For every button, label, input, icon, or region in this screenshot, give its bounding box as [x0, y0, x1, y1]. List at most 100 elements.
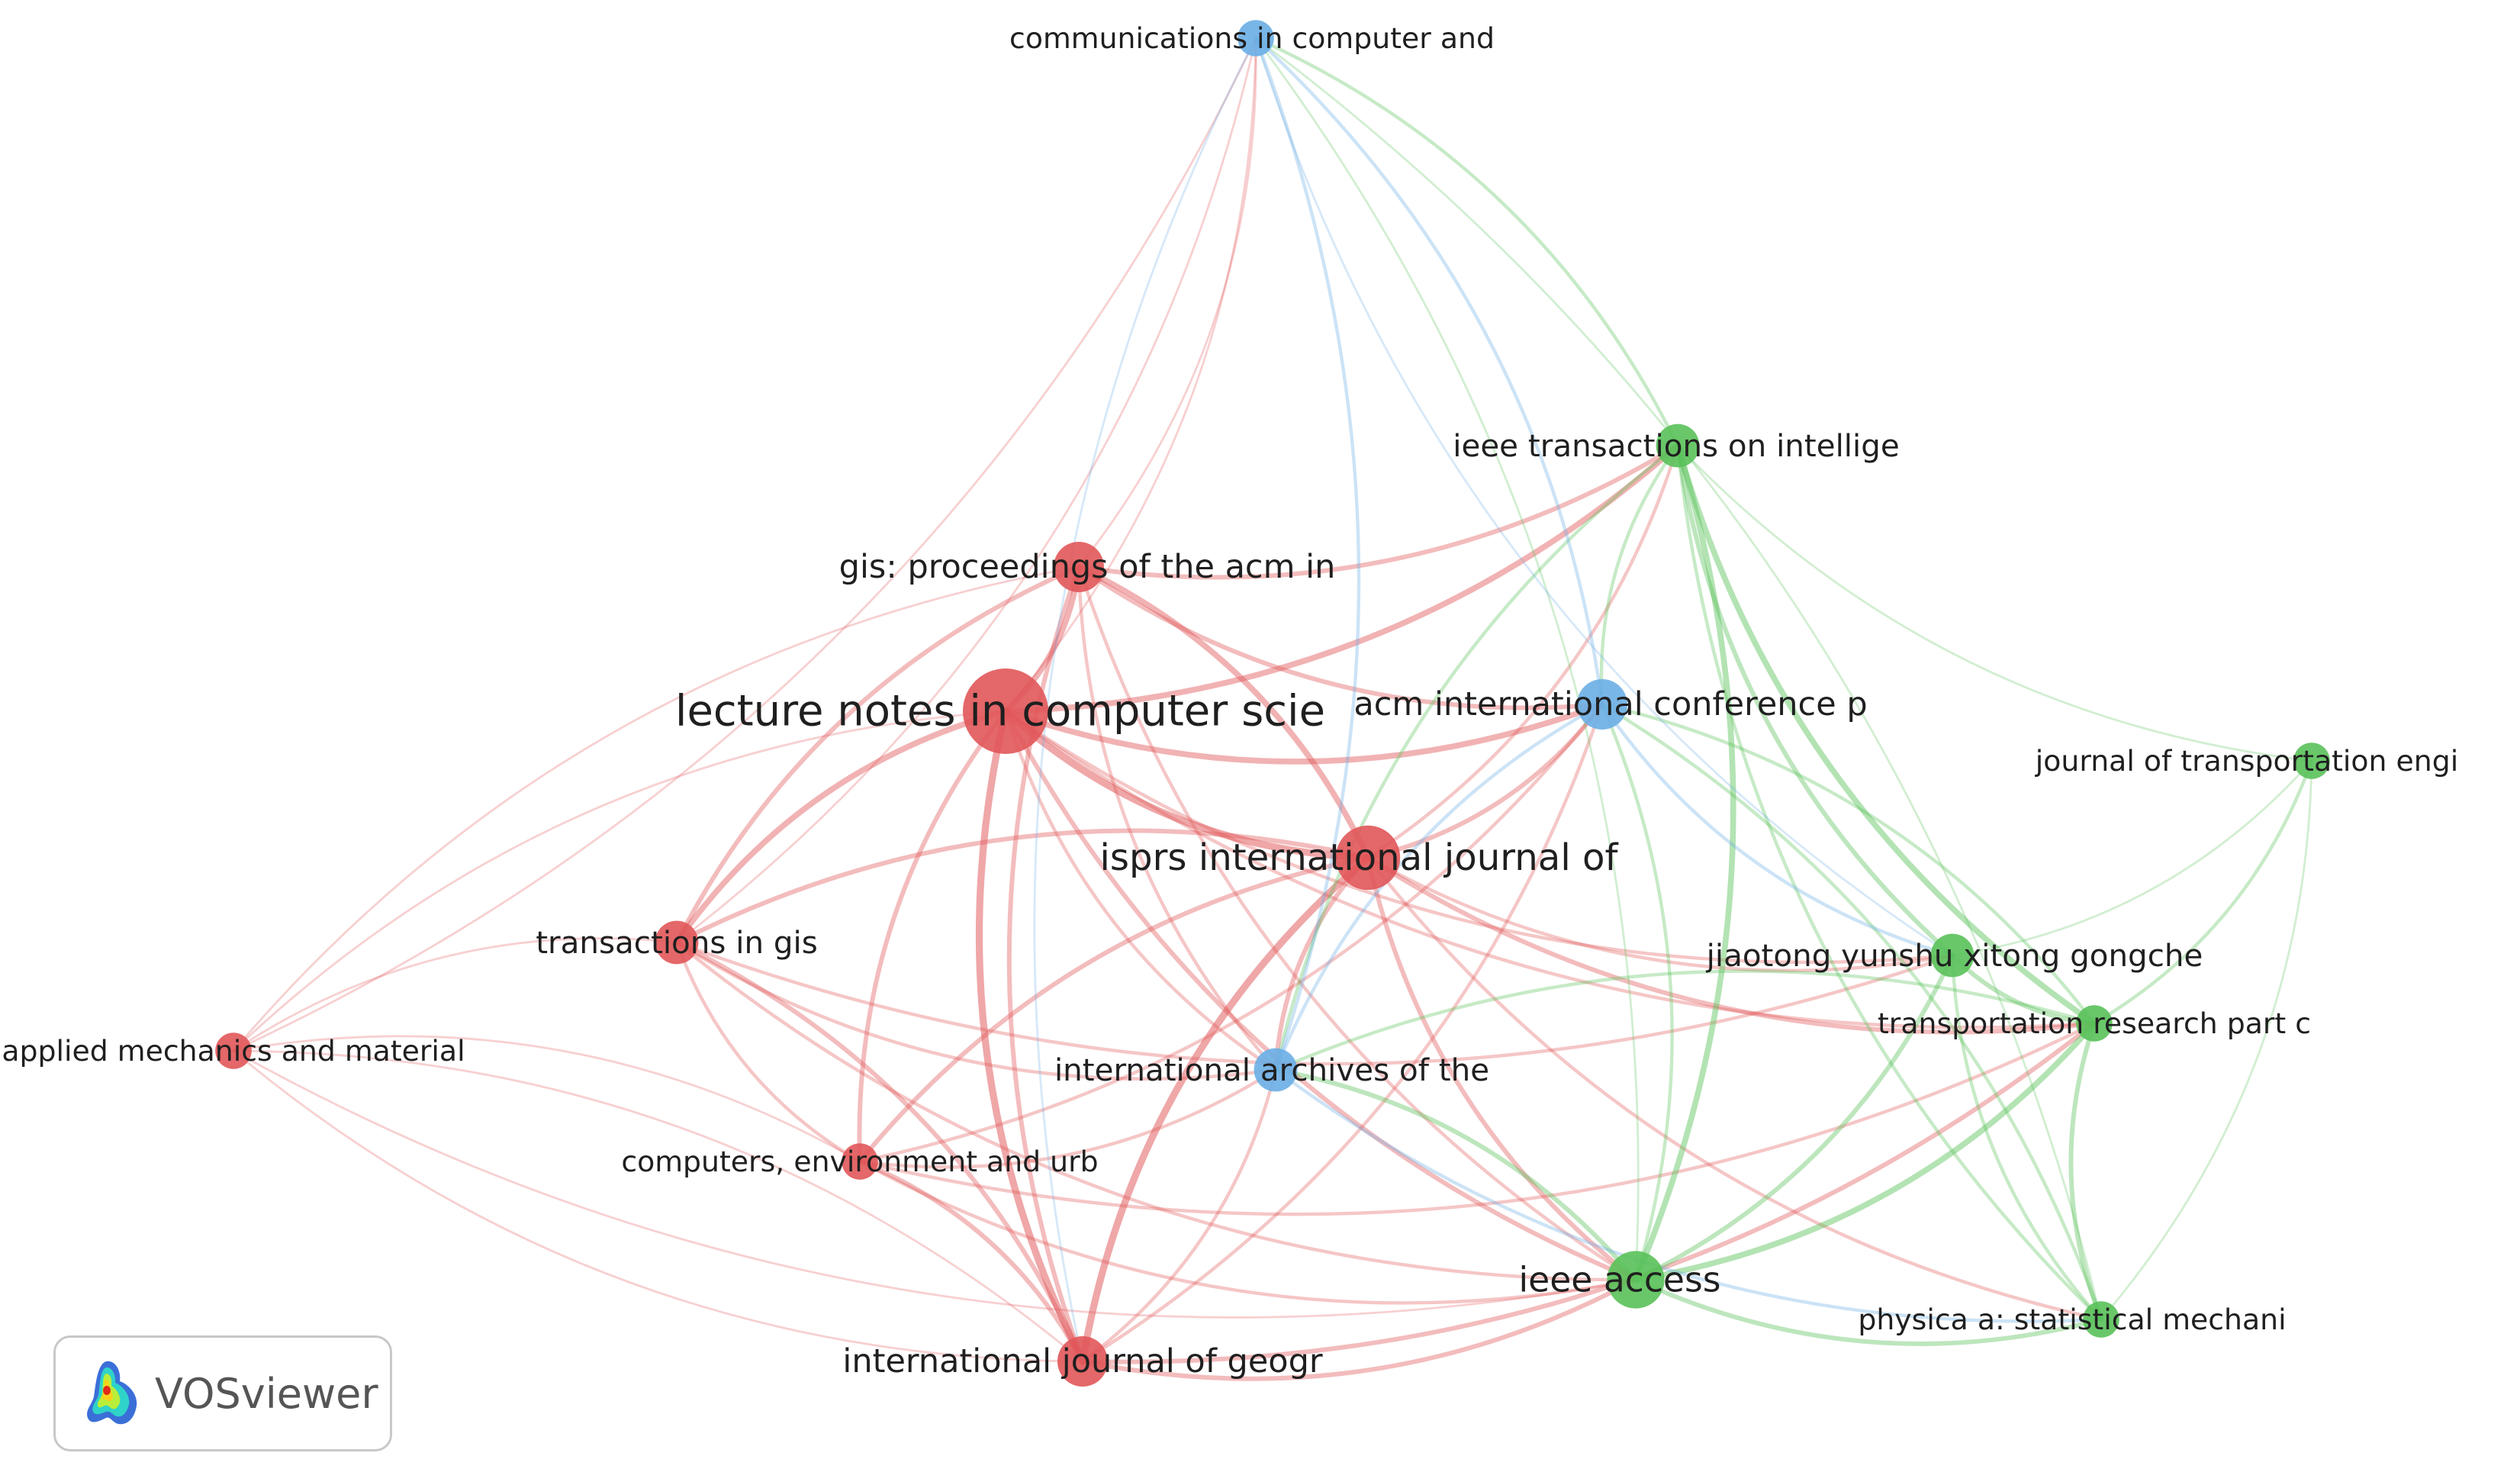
link-isprs-tgis: [674, 828, 1370, 945]
link-lncs-trc: [1003, 709, 2097, 1029]
link-lncs-ccis: [1004, 37, 1257, 713]
link-ieee_its-trc: [1675, 443, 2097, 1026]
link-lncs-isprs: [1002, 707, 1372, 862]
node-label-ccis[interactable]: communications in computer and: [1009, 21, 1495, 55]
link-amm-ijgis: [232, 1049, 1084, 1363]
node-label-amm[interactable]: applied mechanics and material: [2, 1034, 465, 1068]
node-label-ceus[interactable]: computers, environment and urb: [621, 1145, 1098, 1178]
link-isprs-ceus: [858, 855, 1370, 1164]
node-ccis[interactable]: [1237, 20, 1274, 56]
link-isprs-ieee_access: [1366, 855, 1638, 1282]
link-gis-acm_icp: [1077, 565, 1604, 710]
node-label-ieee_its[interactable]: ieee transactions on intellige: [1453, 427, 1899, 464]
link-lncs-tgis: [674, 708, 1009, 946]
link-gis-amm: [232, 565, 1080, 1052]
link-trc-acm_icp: [1600, 702, 2097, 1026]
node-ceus[interactable]: [842, 1143, 878, 1180]
node-jte[interactable]: [2293, 743, 2330, 779]
link-isprs-physica: [1366, 855, 2103, 1322]
links-layer: [232, 36, 2314, 1381]
link-jiaotong-physica: [1950, 953, 2103, 1322]
node-label-physica[interactable]: physica a: statistical mechani: [1858, 1303, 2286, 1336]
node-gis[interactable]: [1054, 542, 1104, 592]
link-ieee_its-int_arch: [1273, 443, 1680, 1072]
node-label-lncs[interactable]: lecture notes in computer scie: [675, 687, 1325, 736]
link-tgis-jiaotong: [674, 940, 1955, 1066]
node-label-gis[interactable]: gis: proceedings of the acm in: [839, 548, 1336, 586]
link-ceus-ieee_access: [858, 1159, 1638, 1305]
link-gis-ijgis: [1006, 565, 1085, 1364]
link-tgis-int_arch: [674, 940, 1278, 1081]
node-amm[interactable]: [215, 1032, 252, 1069]
link-amm-ccis: [232, 37, 1257, 1052]
node-trc[interactable]: [2076, 1005, 2113, 1042]
node-physica[interactable]: [2083, 1301, 2119, 1338]
link-int_arch-ccis: [1254, 36, 1361, 1072]
link-gis-tgis: [674, 565, 1081, 945]
link-lncs-acm_icp: [1003, 701, 1605, 765]
link-ieee_its-acm_icp: [1599, 443, 1680, 707]
link-tgis-amm: [232, 937, 678, 1052]
link-gis-int_arch: [1077, 565, 1278, 1072]
link-physica-acm_icp: [1600, 702, 2103, 1322]
link-ijgis-acm_icp: [1080, 702, 1604, 1364]
link-ieee_its-physica: [1675, 443, 2103, 1322]
link-ceus-acm_icp: [858, 702, 1604, 1164]
link-ijgis-ieee_access: [1080, 1277, 1638, 1381]
link-ijgis-ceus: [858, 1159, 1085, 1364]
node-int_arch[interactable]: [1254, 1048, 1298, 1092]
node-isprs[interactable]: [1335, 825, 1401, 891]
node-tgis[interactable]: [655, 920, 699, 965]
link-ijgis-tgis: [674, 940, 1085, 1364]
nodes-layer: [215, 20, 2330, 1387]
link-isprs-ijgis: [1079, 854, 1372, 1365]
link-trc-physica: [2068, 1021, 2103, 1322]
link-isprs-jiaotong: [1366, 855, 1955, 972]
link-gis-ieee_its: [1077, 443, 1680, 580]
link-ieee_access-acm_icp: [1600, 702, 1674, 1282]
link-gis-ieee_access: [1077, 565, 1638, 1282]
node-acm_icp[interactable]: [1577, 679, 1627, 730]
link-ieee_access-trc: [1633, 1020, 2097, 1283]
link-ieee_its-jte: [1676, 444, 2313, 762]
labels-layer: lecture notes in computer scie isprs inte…: [2, 21, 2458, 1380]
link-lncs-jiaotong: [1003, 709, 1955, 965]
link-ieee_access-jiaotong: [1633, 953, 1955, 1282]
node-label-jiaotong[interactable]: jiaotong yunshu xitong gongche: [1706, 937, 2203, 974]
link-ijgis-int_arch: [1080, 1068, 1278, 1364]
node-ieee_its[interactable]: [1656, 424, 1700, 468]
link-gis-ccis: [1077, 37, 1257, 569]
node-jiaotong[interactable]: [1930, 933, 1974, 978]
link-tgis-ieee_access: [674, 940, 1638, 1282]
link-acm_icp-ccis: [1254, 36, 1604, 707]
vosviewer-logo: VOSviewer: [53, 1335, 392, 1451]
node-label-ijgis[interactable]: international journal of geogr: [842, 1342, 1322, 1380]
link-tgis-ceus: [674, 940, 862, 1164]
link-lncs-ijgis: [975, 707, 1086, 1365]
node-label-tgis[interactable]: transactions in gis: [536, 924, 818, 961]
node-ijgis[interactable]: [1057, 1336, 1108, 1387]
vosviewer-heatmap-icon: [87, 1361, 137, 1425]
vosviewer-logo-text: VOSviewer: [155, 1369, 378, 1418]
link-lncs-ieee_its: [1003, 443, 1681, 714]
link-isprs-acm_icp: [1366, 702, 1604, 860]
node-label-acm_icp[interactable]: acm international conference p: [1353, 685, 1867, 723]
link-physica-jte: [2100, 759, 2313, 1321]
node-label-int_arch[interactable]: international archives of the: [1054, 1052, 1489, 1088]
link-trc-jte: [2092, 759, 2314, 1026]
link-acm_icp-jiaotong: [1600, 702, 1955, 958]
link-physica-ccis: [1254, 37, 2103, 1321]
node-label-ieee_access[interactable]: ieee access: [1519, 1260, 1721, 1300]
link-tgis-ccis: [675, 37, 1257, 944]
link-trc-int_arch: [1273, 969, 2097, 1072]
node-label-jte[interactable]: journal of transportation engi: [2035, 744, 2458, 778]
link-isprs-ieee_its: [1366, 443, 1680, 860]
node-ieee_access[interactable]: [1607, 1251, 1665, 1309]
node-label-isprs[interactable]: isprs international journal of: [1100, 836, 1619, 879]
node-lncs[interactable]: [963, 668, 1048, 754]
link-isprs-gis: [1076, 564, 1371, 861]
link-ieee_access-ieee_its: [1633, 443, 1736, 1283]
node-label-trc[interactable]: transportation research part c: [1878, 1007, 2311, 1040]
link-ceus-trc: [858, 1021, 2097, 1216]
